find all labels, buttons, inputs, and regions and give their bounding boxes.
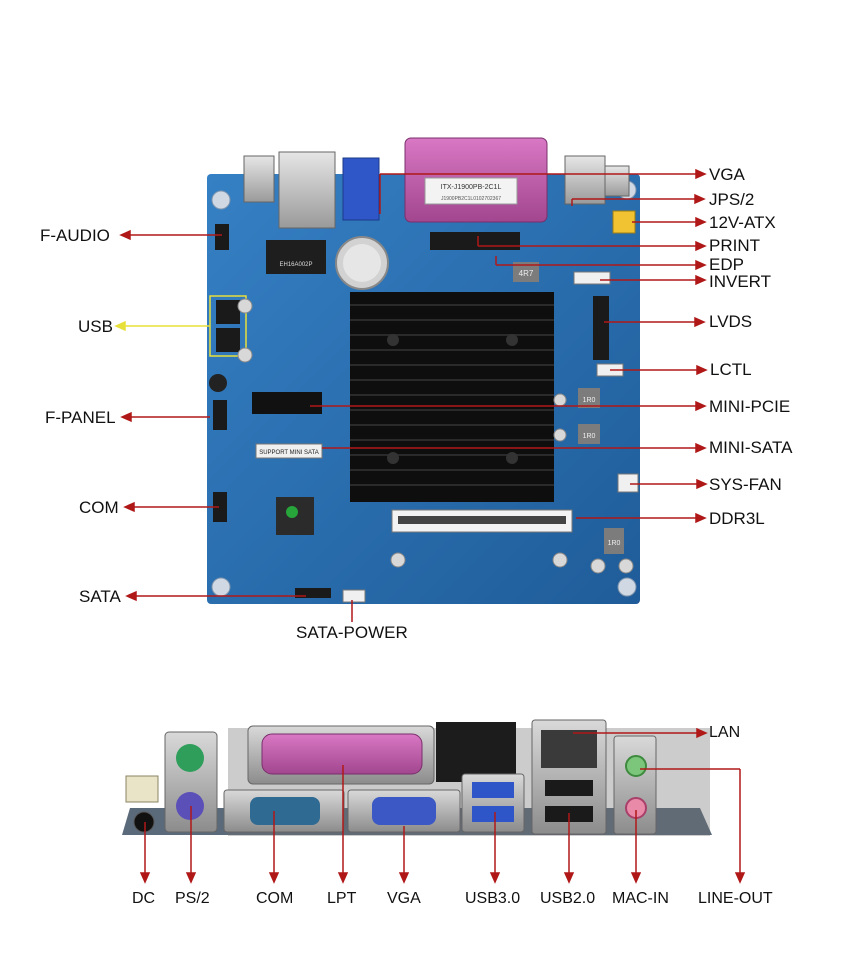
heatsink-screw [387,334,399,346]
label-dc: DC [132,890,156,907]
rear-dc-jack [133,811,155,833]
sata-power-port [342,589,366,603]
rear-audio-housing [613,735,657,835]
f-panel-header [213,400,227,430]
rear-usb3-port-2 [472,806,514,822]
rear-dc-connector [125,775,159,803]
mini-sata-slot [255,443,323,459]
label-usb3: USB3.0 [465,890,521,907]
usb-callout-line [114,320,210,332]
ddr3l-slot-inner [398,516,566,524]
usb-header-1 [216,300,240,324]
f-audio-header [215,224,229,250]
cmos-battery-inner [343,244,381,282]
callout-lines-top [119,168,708,622]
label-edp: EDP [709,255,744,274]
io-ps2 [604,165,630,197]
inductor [578,388,600,408]
rear-vga-connector [372,797,436,825]
callout-lines-bottom [139,727,746,884]
mount-hole [211,190,231,210]
label-f-audio: F-AUDIO [40,226,110,245]
io-lan-usb [278,151,336,229]
atx-12v [612,210,636,234]
label-usb2: USB2.0 [540,890,596,907]
label-12v-atx: 12V-ATX [709,213,776,232]
mount-hole [211,577,231,597]
rear-lpt-connector [261,733,423,775]
label-vga-rear: VGA [387,890,421,907]
label-usb: USB [78,317,113,336]
lpt-sticker-text: ITX-J1900PB-2C1L [441,184,502,191]
mount-hole [617,577,637,597]
label-vga-top: VGA [709,165,745,184]
io-vga [564,155,606,205]
invert-connector [573,271,611,285]
io-chip-dot [286,506,298,518]
rear-usb3-port-1 [472,782,514,798]
label-invert: INVERT [709,272,772,291]
inductor-label: 4R7 [519,269,534,278]
usb-header-2 [216,328,240,352]
label-jps2: JPS/2 [709,190,755,209]
mini-sata-strip-text: SUPPORT MINI SATA [259,450,319,456]
com-header [213,492,227,522]
lpt-sticker [424,177,518,205]
label-line-out: LINE-OUT [698,890,773,907]
label-sys-fan: SYS-FAN [709,475,782,494]
sys-fan-connector [617,473,639,493]
label-lvds: LVDS [709,312,753,331]
rear-com-connector [250,797,320,825]
inductor-label: 1R0 [583,433,596,440]
rear-usb2-port-1 [545,780,593,796]
label-print: PRINT [709,236,760,255]
capacitors [237,298,634,574]
io-usb3 [342,157,380,221]
sata-port [295,588,331,598]
io-dc-jack [243,155,275,203]
rear-lan-port [541,730,597,768]
label-com-top: COM [79,498,119,517]
label-mini-pcie: MINI-PCIE [709,397,791,416]
heatsink-fins [350,304,554,486]
label-lpt: LPT [327,890,357,907]
inductor [513,262,539,282]
mini-pcie-slot [252,392,322,414]
label-f-panel: F-PANEL [45,408,116,427]
label-mac-in: MAC-IN [612,890,669,907]
lan-chip-text: EH16A002P [279,262,312,268]
label-sata-power: SATA-POWER [296,623,408,642]
heatsink [350,292,554,502]
heatsink-screw [506,334,518,346]
label-ddr3l: DDR3L [709,509,765,528]
lvds-connector [593,296,609,360]
inductor [604,528,624,554]
inductor-label: 1R0 [608,540,621,547]
label-mini-sata: MINI-SATA [709,438,793,457]
buzzer [209,374,227,392]
heatsink-screw [387,452,399,464]
label-lan: LAN [709,724,741,741]
rear-line-out-jack [625,755,647,777]
rear-ps2-green [176,744,204,772]
rear-ps2-purple [176,792,204,820]
inductor [578,424,600,444]
label-ps2: PS/2 [175,890,210,907]
label-sata: SATA [79,587,121,606]
label-com-rear: COM [256,890,294,907]
heatsink-screw [506,452,518,464]
lpt-sticker-code: J1900PB2C1L0102702367 [441,196,501,202]
inductor-label: 1R0 [583,397,596,404]
label-lctl: LCTL [710,360,752,379]
lan-chip [266,240,326,274]
edp-connector [430,232,520,250]
rear-heatsink [436,722,516,782]
